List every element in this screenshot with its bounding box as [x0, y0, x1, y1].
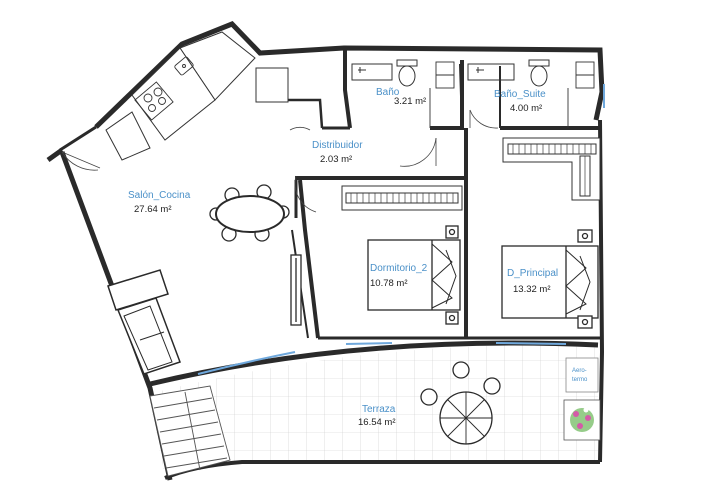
kitchen-counter — [105, 31, 289, 161]
wardrobe-icon — [341, 185, 463, 211]
interior-walls — [258, 48, 600, 340]
aerotermo-label-2: termo — [572, 377, 588, 383]
facade-windows — [197, 84, 605, 375]
bathtub-icon — [467, 63, 515, 81]
bed-icon — [501, 229, 599, 329]
room-name-d-principal: D_Principal — [507, 268, 558, 279]
toilet-icon — [528, 59, 550, 87]
room-labels: Salón_Cocina 27.64 m² Distribuidor 2.03 … — [128, 87, 588, 428]
wardrobe-icon — [502, 137, 601, 201]
room-name-bano-suite: Baño_Suite — [494, 89, 546, 100]
door-swings — [61, 109, 499, 213]
toilet-icon — [396, 59, 418, 87]
sink-icon — [174, 56, 194, 76]
room-area-distribuidor: 2.03 m² — [320, 154, 352, 165]
room-name-distribuidor: Distribuidor — [312, 140, 363, 151]
sofa-icon — [107, 269, 181, 375]
room-name-bano: Baño — [376, 87, 400, 98]
room-name-salon: Salón_Cocina — [128, 190, 191, 201]
bathtub-icon — [351, 63, 393, 81]
staircase-icon — [149, 385, 231, 477]
stove-icon — [134, 81, 174, 121]
aerotermo-label-1: Aero- — [572, 368, 587, 374]
room-area-d-principal: 13.32 m² — [513, 284, 551, 295]
room-area-bano: 3.21 m² — [394, 96, 426, 107]
room-area-terraza: 16.54 m² — [358, 417, 396, 428]
room-area-dormitorio-2: 10.78 m² — [370, 278, 408, 289]
umbrella-table-icon — [420, 361, 501, 445]
bed-icon — [367, 225, 461, 325]
tv-unit — [290, 254, 302, 326]
plant-icon — [563, 399, 601, 441]
aerotermo-unit — [565, 357, 599, 393]
room-area-salon: 27.64 m² — [134, 204, 172, 215]
room-name-dormitorio-2: Dormitorio_2 — [370, 263, 428, 274]
room-area-bano-suite: 4.00 m² — [510, 103, 542, 114]
dining-table-icon — [209, 184, 290, 242]
washbasin — [429, 61, 595, 128]
room-name-terraza: Terraza — [362, 404, 396, 415]
